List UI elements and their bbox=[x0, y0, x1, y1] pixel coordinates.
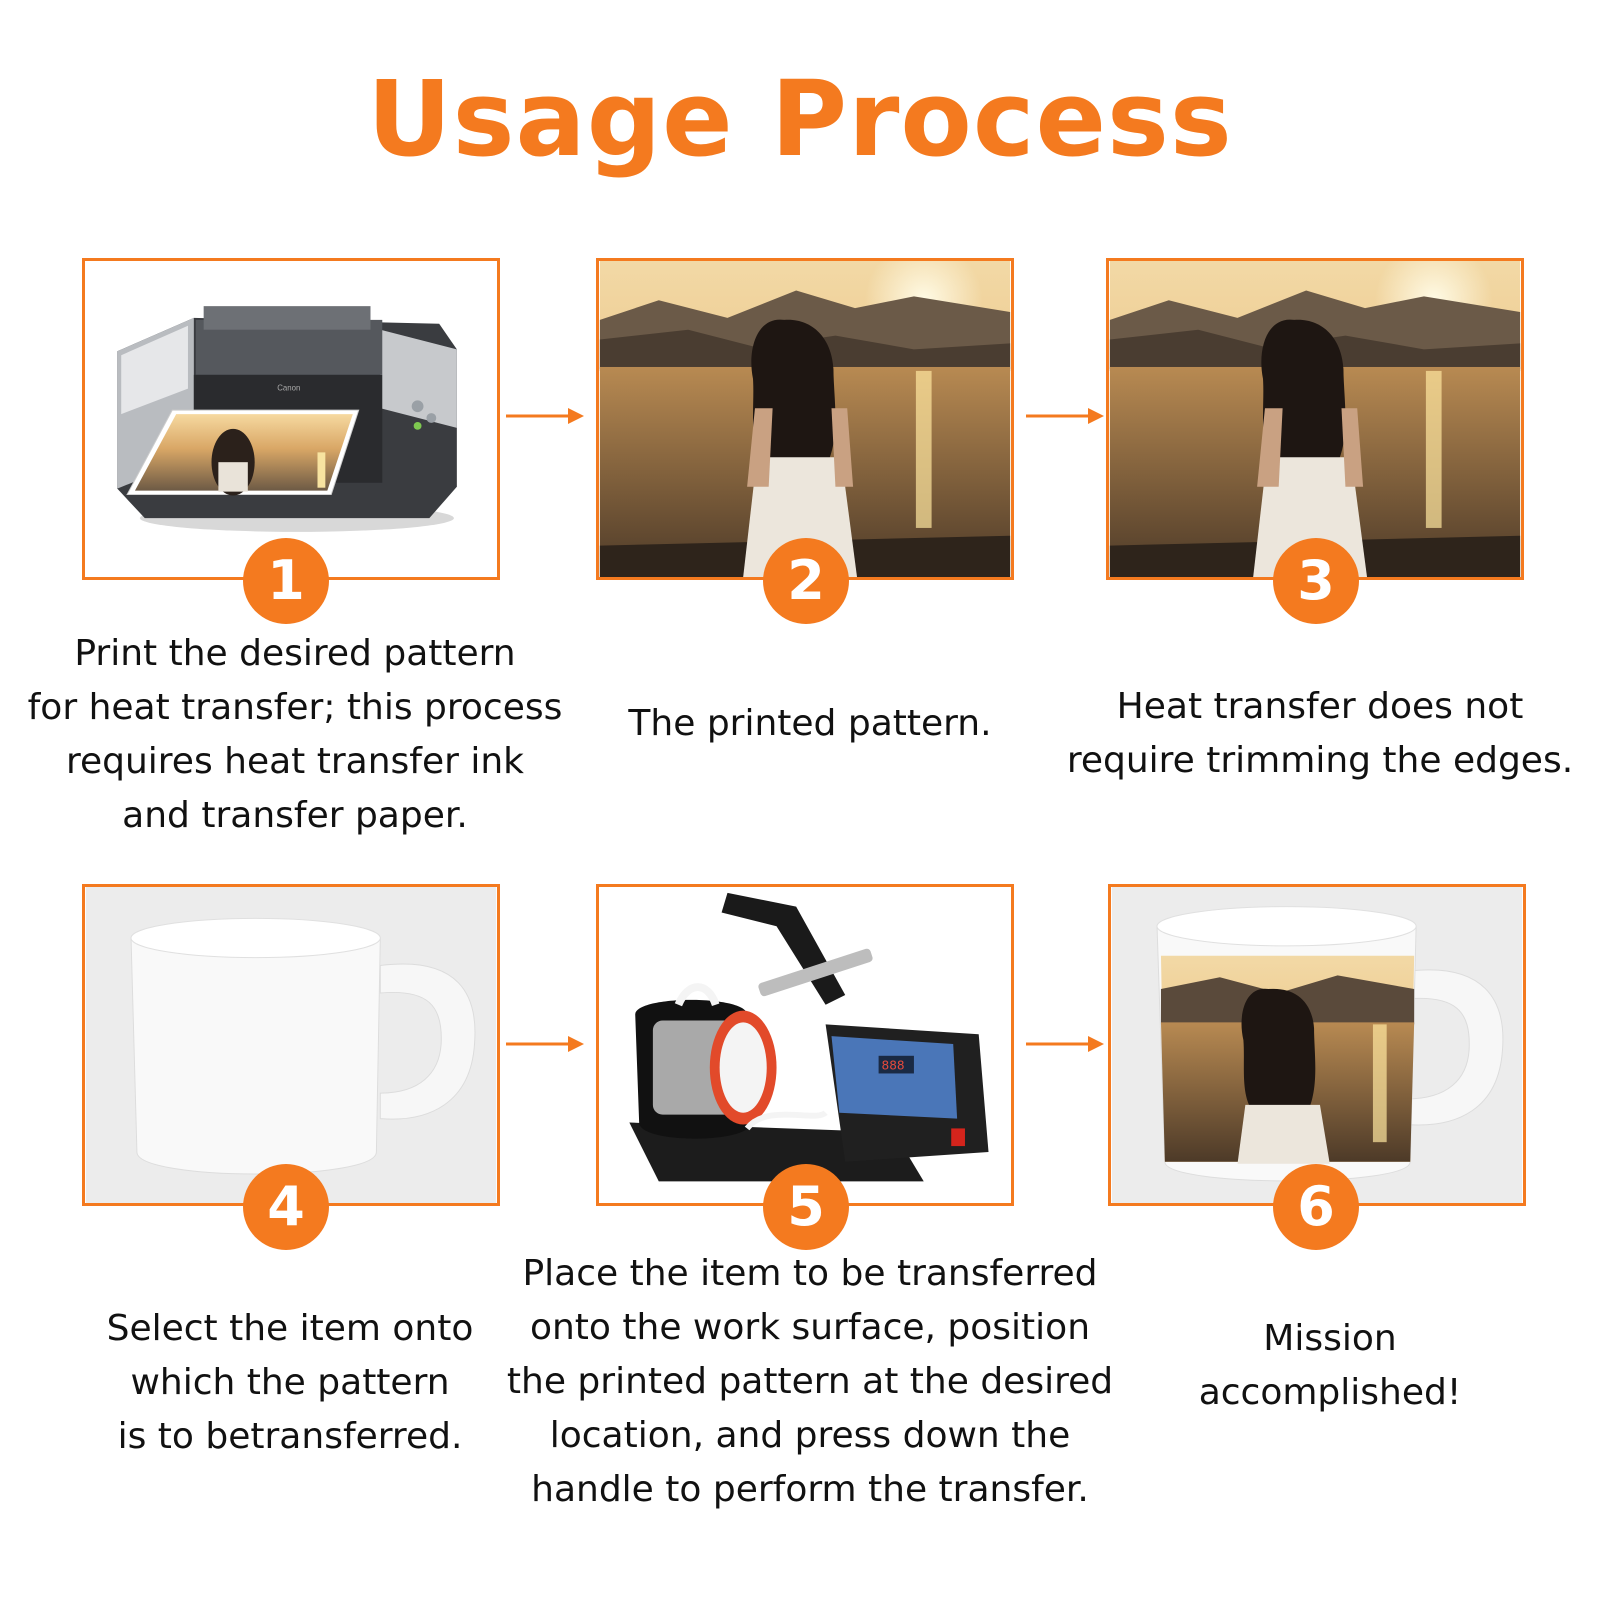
printed-mug-icon bbox=[1111, 887, 1523, 1203]
step-5-image: 888 bbox=[596, 884, 1014, 1206]
step-3-caption: Heat transfer does not require trimming … bbox=[1066, 686, 1574, 781]
step-2-number-badge: 2 bbox=[763, 538, 849, 624]
arrow-right-icon bbox=[1026, 404, 1106, 428]
step-5-caption: Place the item to be transferred onto th… bbox=[506, 1253, 1114, 1510]
arrow-right-icon bbox=[506, 1032, 586, 1056]
page-title: Usage Process bbox=[367, 58, 1233, 180]
blank-mug-icon bbox=[85, 887, 497, 1203]
step-4-caption: Select the item onto which the pattern i… bbox=[106, 1308, 474, 1457]
arrow-right-icon bbox=[506, 404, 586, 428]
heat-press-icon: 888 bbox=[599, 887, 1011, 1203]
step-6-number-badge: 6 bbox=[1273, 1164, 1359, 1250]
arrow-right-icon bbox=[1026, 1032, 1106, 1056]
step-1-number-badge: 1 bbox=[243, 538, 329, 624]
step-1-image: Canon bbox=[82, 258, 500, 580]
step-5-number-badge: 5 bbox=[763, 1164, 849, 1250]
step-6-image bbox=[1108, 884, 1526, 1206]
step-2-caption: The printed pattern. bbox=[628, 703, 992, 744]
step-3-number-badge: 3 bbox=[1273, 538, 1359, 624]
printer-icon: Canon bbox=[85, 261, 497, 577]
step-3-image bbox=[1106, 258, 1524, 580]
step-4-number-badge: 4 bbox=[243, 1164, 329, 1250]
sunset-photo-icon bbox=[1109, 261, 1521, 577]
step-6-caption: Mission accomplished! bbox=[1198, 1318, 1462, 1413]
step-1-caption: Print the desired pattern for heat trans… bbox=[27, 633, 563, 836]
svg-text:888: 888 bbox=[882, 1059, 905, 1074]
step-2-image bbox=[596, 258, 1014, 580]
sunset-photo-icon bbox=[599, 261, 1011, 577]
step-4-image bbox=[82, 884, 500, 1206]
svg-text:Canon: Canon bbox=[277, 384, 300, 393]
